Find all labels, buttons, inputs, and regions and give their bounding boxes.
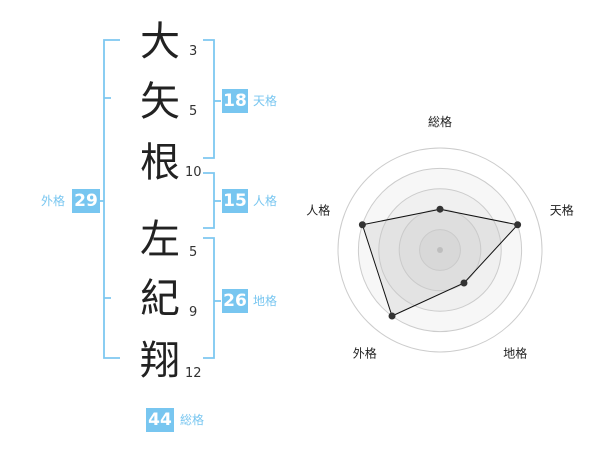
soukaku-value: 44 — [146, 408, 174, 432]
radar-point — [388, 312, 396, 320]
radar-point — [358, 221, 366, 229]
given-strokes-2: 9 — [189, 305, 198, 320]
given-strokes-1: 5 — [189, 245, 198, 260]
radar-area — [361, 208, 519, 317]
radar-point — [460, 279, 468, 287]
chikaku-value: 26 — [222, 289, 248, 313]
given-char-2: 紀 — [140, 276, 180, 322]
outer-bracket-left — [103, 39, 120, 359]
given-char-1: 左 — [140, 217, 180, 263]
jinkaku-label: 人格 — [253, 194, 278, 208]
radar-axis-label: 地格 — [503, 346, 527, 361]
jinkaku-bracket — [203, 172, 215, 229]
surname-char-2: 矢 — [140, 79, 180, 125]
tenkaku-value: 18 — [222, 89, 248, 113]
surname-char-3: 根 — [140, 140, 180, 186]
given-strokes-3: 12 — [185, 366, 202, 381]
radar-axis-label: 総格 — [428, 114, 452, 129]
radar-axis-label: 人格 — [306, 202, 330, 217]
chikaku-bracket — [203, 237, 215, 359]
given-char-3: 翔 — [140, 338, 180, 384]
tenkaku-bracket — [203, 39, 215, 159]
tenkaku-label: 天格 — [253, 94, 278, 108]
radar-point — [436, 205, 444, 213]
soukaku-label: 総格 — [180, 413, 205, 427]
radar-point — [514, 221, 522, 229]
radar-axis-label: 天格 — [550, 202, 574, 217]
surname-strokes-2: 5 — [189, 104, 198, 119]
gaikaku-value: 29 — [72, 189, 100, 213]
surname-char-1: 大 — [140, 19, 180, 65]
surname-strokes-1: 3 — [189, 44, 198, 59]
gaikaku-label: 外格 — [41, 194, 66, 208]
radar-axis-label: 外格 — [353, 346, 377, 361]
surname-strokes-3: 10 — [185, 165, 202, 180]
chikaku-label: 地格 — [253, 294, 278, 308]
jinkaku-value: 15 — [222, 189, 248, 213]
radar-center — [437, 247, 443, 253]
